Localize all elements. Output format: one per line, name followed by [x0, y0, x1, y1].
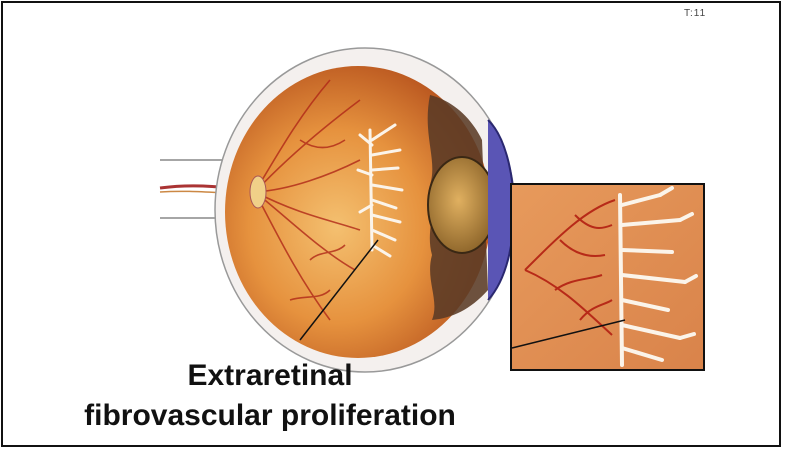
- caption-line-2: fibrovascular proliferation: [20, 396, 520, 436]
- optic-disc: [250, 176, 266, 208]
- corner-mark: T:11: [684, 8, 706, 19]
- caption-line-1: Extraretinal: [20, 356, 520, 396]
- lens: [428, 157, 496, 253]
- caption-label: Extraretinal fibrovascular proliferation: [20, 356, 520, 436]
- inset-magnified-view: [511, 184, 704, 370]
